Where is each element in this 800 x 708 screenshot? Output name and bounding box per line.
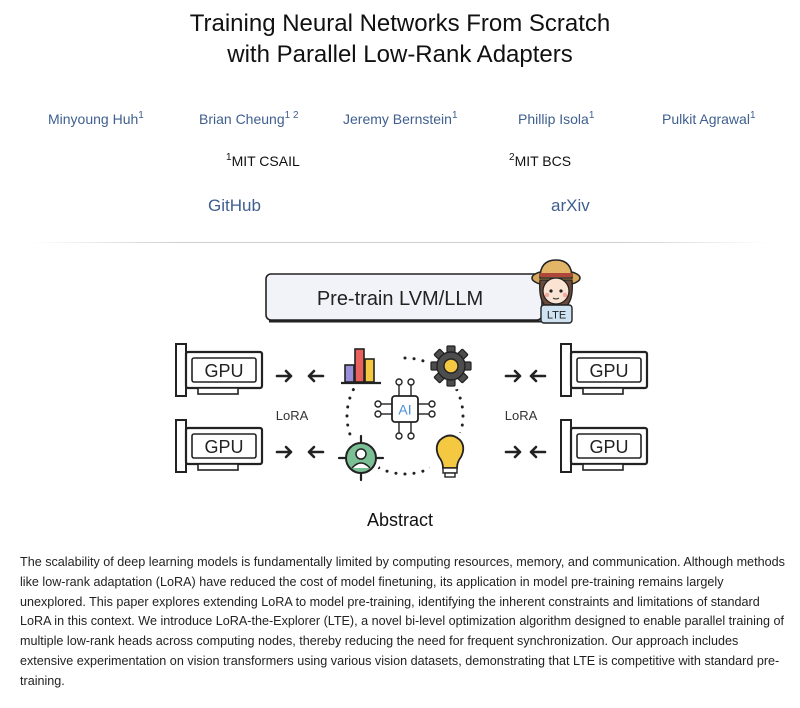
gpu-card-right-top: GPU bbox=[560, 343, 649, 397]
gpu-card-left-top: GPU bbox=[175, 343, 264, 397]
gpu-label: GPU bbox=[589, 437, 628, 457]
ai-label: AI bbox=[398, 402, 411, 418]
arrow-left-bottom-in bbox=[275, 445, 293, 459]
author-brian-cheung[interactable]: Brian Cheung1 2 bbox=[199, 110, 299, 127]
lightbulb-icon bbox=[430, 433, 470, 483]
arrow-left-top-in bbox=[275, 369, 293, 383]
abstract-heading: Abstract bbox=[366, 510, 434, 530]
title-line-1: Training Neural Networks From Scratch bbox=[189, 10, 611, 37]
banner-text: Pre-train LVM/LLM bbox=[317, 288, 483, 310]
arrow-right-top-out bbox=[504, 369, 522, 383]
arrow-right-bottom-in bbox=[529, 445, 547, 459]
gear-icon bbox=[427, 342, 475, 390]
pretrain-banner: Pre-train LVM/LLM bbox=[265, 273, 543, 323]
arrows bbox=[275, 369, 547, 459]
person-target-icon bbox=[337, 434, 385, 482]
gpu-label: GPU bbox=[204, 361, 243, 381]
arrow-right-top-in bbox=[529, 369, 547, 383]
explorer-avatar-icon: LTE bbox=[531, 259, 581, 324]
lora-label-left: LoRA bbox=[276, 408, 309, 423]
lte-badge: LTE bbox=[547, 310, 566, 322]
gpu-card-left-bottom: GPU bbox=[175, 419, 264, 473]
arrow-left-bottom-out bbox=[307, 445, 325, 459]
paper-title: Training Neural Networks From Scratch wi… bbox=[0, 8, 800, 70]
dotted-loop bbox=[345, 356, 465, 476]
github-link[interactable]: GitHub bbox=[208, 196, 261, 215]
gpu-label: GPU bbox=[589, 361, 628, 381]
arrow-left-top-out bbox=[307, 369, 325, 383]
author-minyoung-huh[interactable]: Minyoung Huh1 bbox=[48, 110, 144, 127]
ai-chip-icon: AI bbox=[374, 378, 436, 440]
affiliation-mit-bcs: 2MIT BCS bbox=[509, 152, 572, 169]
abstract-text: The scalability of deep learning models … bbox=[20, 555, 785, 688]
author-phillip-isola[interactable]: Phillip Isola1 bbox=[518, 110, 595, 127]
author-jeremy-bernstein[interactable]: Jeremy Bernstein1 bbox=[343, 110, 458, 127]
arrow-right-bottom-out bbox=[504, 445, 522, 459]
title-line-2: with Parallel Low-Rank Adapters bbox=[227, 41, 573, 68]
author-pulkit-agrawal[interactable]: Pulkit Agrawal1 bbox=[662, 110, 756, 127]
affiliation-mit-csail: 1MIT CSAIL bbox=[226, 152, 300, 169]
bar-chart-icon bbox=[341, 348, 398, 388]
lora-label-right: LoRA bbox=[505, 408, 538, 423]
gpu-card-right-bottom: GPU bbox=[560, 419, 649, 473]
arxiv-link[interactable]: arXiv bbox=[551, 196, 590, 215]
divider bbox=[30, 242, 770, 243]
gpu-label: GPU bbox=[204, 437, 243, 457]
